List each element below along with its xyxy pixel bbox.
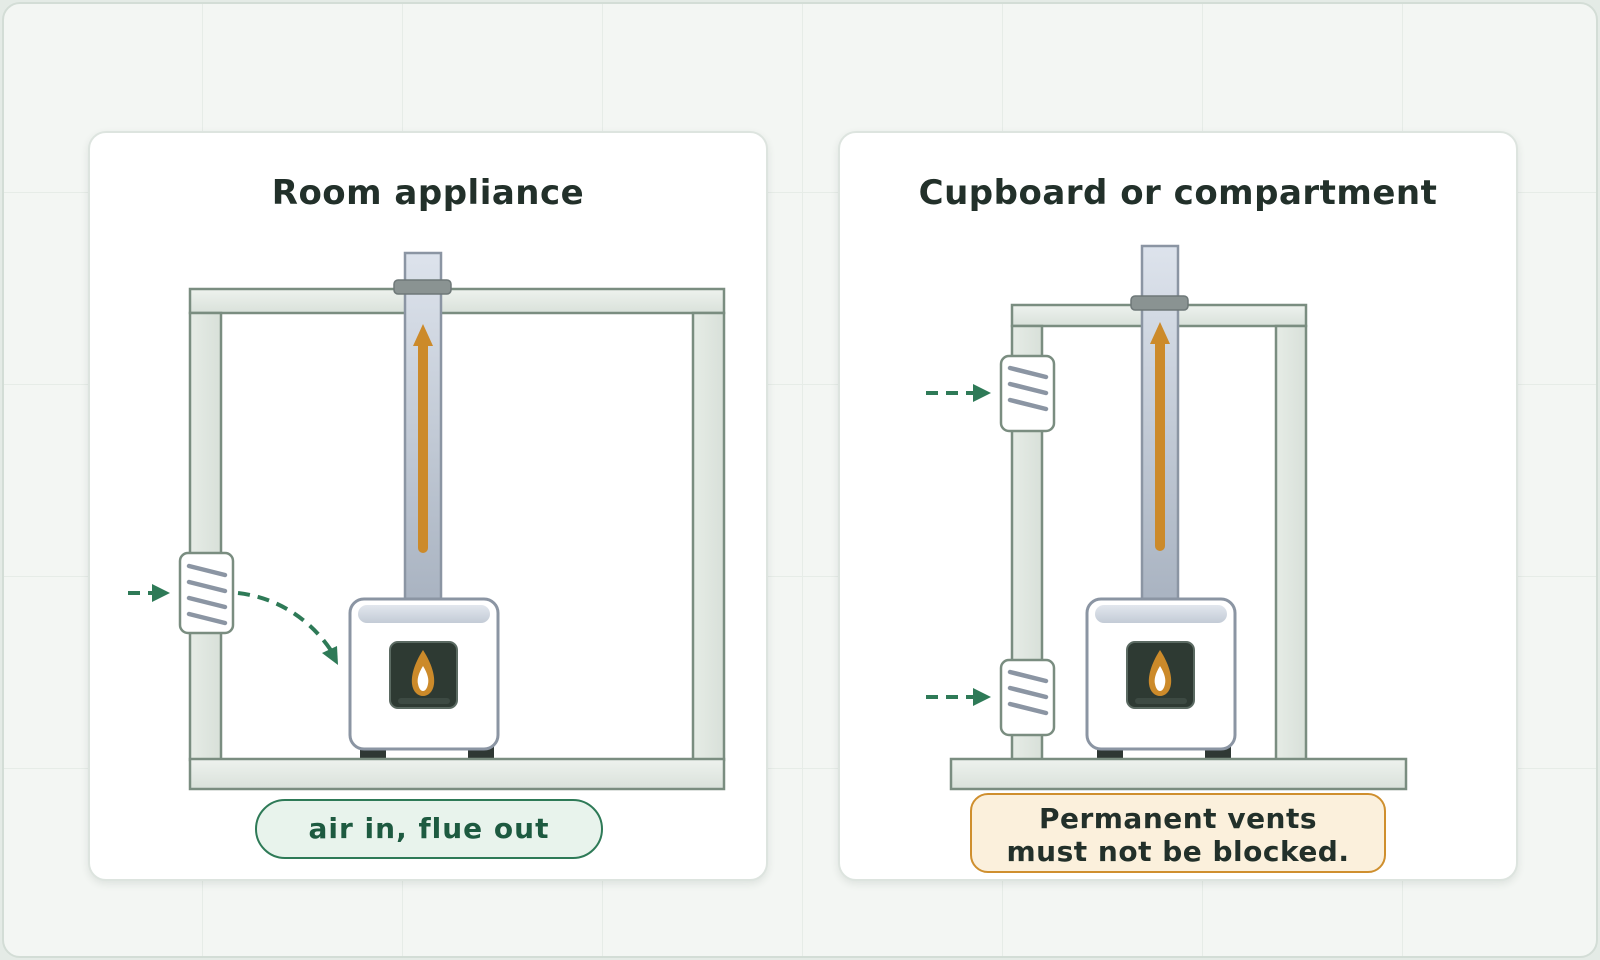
cupboard-caption-line-2: must not be blocked. [1006,835,1350,868]
vent-grille-icon [999,658,1056,737]
vent-grille-icon [999,354,1056,433]
airflow-arrow-icon [128,584,338,665]
flame-icon [1148,650,1172,696]
room-ceiling [188,287,726,315]
cupboard-appliance [1085,597,1237,758]
room-flue-collar [393,279,452,295]
cupboard-flue-collar [1130,295,1189,311]
room-caption: air in, flue out [255,799,603,859]
room-walls [188,287,726,762]
room-floor [188,757,726,791]
cupboard-flue-pipe [1130,244,1189,603]
flame-icon [411,650,435,696]
vent-grille-icon [178,551,235,635]
room-left-wall [188,311,223,762]
room-flue-pipe [393,251,452,603]
illustration-layer [128,244,1408,791]
room-right-wall [691,311,726,762]
cupboard-right-side [1274,324,1308,762]
cupboard-title: Cupboard or compartment [918,173,1438,213]
cupboard-base [949,757,1408,791]
cupboard-caption-line-1: Permanent vents [1038,802,1318,835]
room-appliance-title: Room appliance [271,173,585,213]
room-appliance [348,597,500,758]
airflow-arrow-icon [926,384,991,706]
cupboard-caption: Permanent vents must not be blocked. [970,793,1386,873]
